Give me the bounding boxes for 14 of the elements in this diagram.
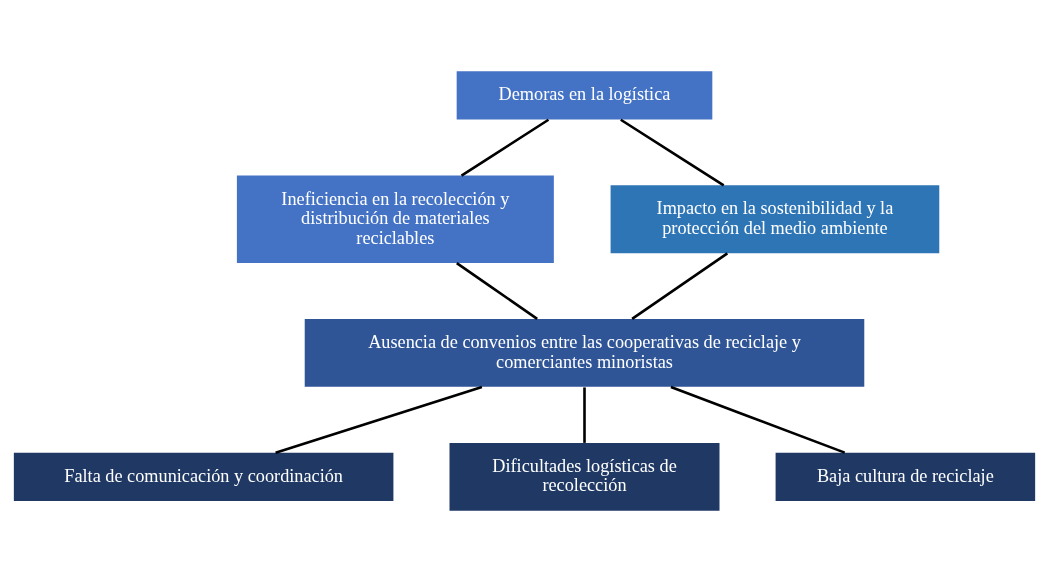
- node-box: Ausencia de convenios entre las cooperativas de reciclaje y comerciantes minoristas: [304, 318, 865, 387]
- connector: [620, 118, 725, 186]
- connector: [456, 261, 538, 320]
- connector: [631, 251, 729, 320]
- connector: [670, 385, 846, 454]
- node-box: Demoras en la logística: [456, 70, 713, 119]
- node-box: Baja cultura de reciclaje: [775, 452, 1036, 501]
- connector: [583, 386, 586, 443]
- node-box: Falta de comunicación y coordinación: [13, 452, 394, 501]
- connector: [460, 118, 550, 177]
- node-box: Impacto en la sostenibilidad y la protección del medio ambiente: [610, 184, 940, 253]
- node-box: Ineficiencia en la recolección y distribución de materiales reciclables: [236, 175, 554, 263]
- connector: [275, 385, 483, 454]
- node-box: Dificultades logísticas de recolección: [449, 442, 720, 511]
